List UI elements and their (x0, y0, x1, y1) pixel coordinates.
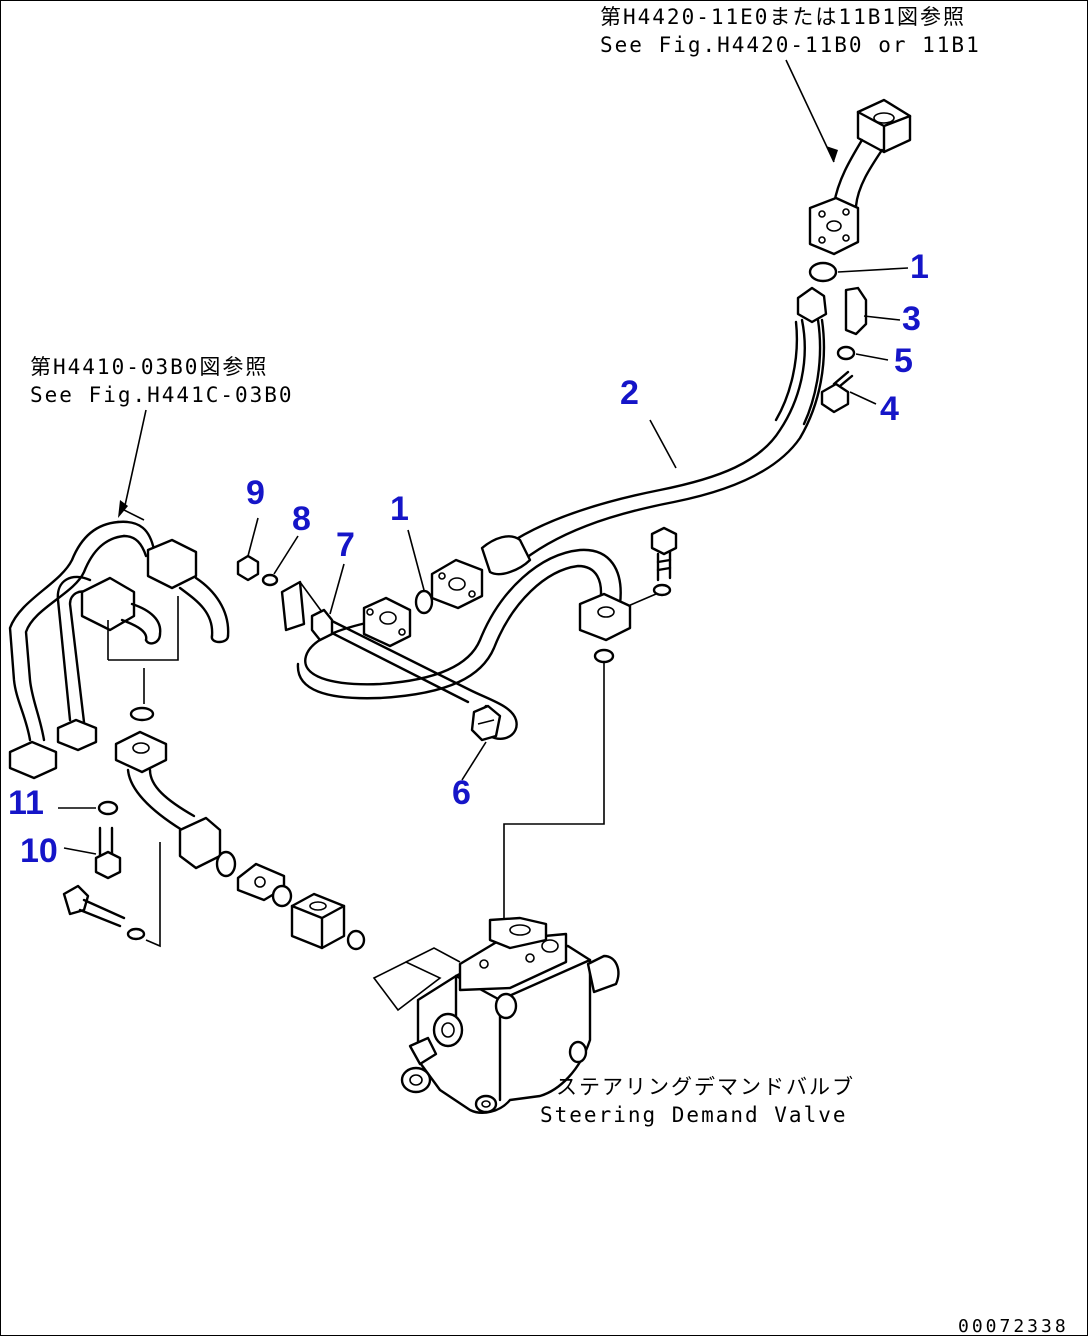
split-flange-clamp (844, 286, 868, 336)
top-elbow-pipe (808, 98, 912, 256)
callout-3: 3 (902, 300, 921, 338)
washer (126, 927, 146, 941)
washer (836, 345, 856, 361)
callout-6: 6 (452, 774, 471, 812)
steering-demand-valve (400, 916, 620, 1114)
o-ring (593, 648, 615, 664)
valve-label-jp: ステアリングデマンドバルブ (556, 1075, 855, 1099)
washer (261, 573, 279, 587)
o-ring (271, 884, 293, 908)
washer (652, 583, 672, 597)
adapter-block (290, 892, 346, 950)
callout-11: 11 (8, 784, 44, 822)
o-ring (808, 261, 838, 283)
callout-1-mid: 1 (390, 490, 409, 528)
bolt (94, 826, 122, 880)
valve-label-en: Steering Demand Valve (540, 1103, 848, 1127)
o-ring (414, 589, 434, 615)
callout-7: 7 (336, 526, 355, 564)
tube-flange (362, 596, 412, 648)
clip-bracket (280, 580, 334, 642)
top-ref-en: See Fig.H4420-11B0 or 11B1 (600, 33, 981, 57)
o-ring (346, 929, 366, 951)
small-tube (328, 618, 518, 742)
bolt (650, 526, 678, 582)
left-ref-jp: 第H4410-03B0図参照 (30, 355, 268, 379)
long-bolt (62, 884, 126, 928)
o-ring (129, 706, 155, 722)
callout-2: 2 (620, 374, 639, 412)
left-ref-en: See Fig.H441C-03B0 (30, 383, 294, 407)
o-ring (215, 850, 237, 878)
bolt (820, 370, 854, 414)
callout-4: 4 (880, 390, 899, 428)
washer (97, 800, 119, 816)
hose-assembly (430, 286, 828, 610)
lower-flange-tube (114, 730, 222, 870)
callout-10: 10 (20, 832, 58, 870)
callout-9: 9 (246, 474, 265, 512)
callout-5: 5 (894, 342, 913, 380)
top-ref-jp: 第H4420-11E0または11B1図参照 (600, 5, 966, 29)
loop-tube (296, 548, 632, 700)
document-id: 00072338 (958, 1316, 1069, 1337)
callout-8: 8 (292, 500, 311, 538)
nut (236, 554, 260, 582)
left-pipe-group (8, 520, 230, 780)
callout-1-top: 1 (910, 248, 929, 286)
